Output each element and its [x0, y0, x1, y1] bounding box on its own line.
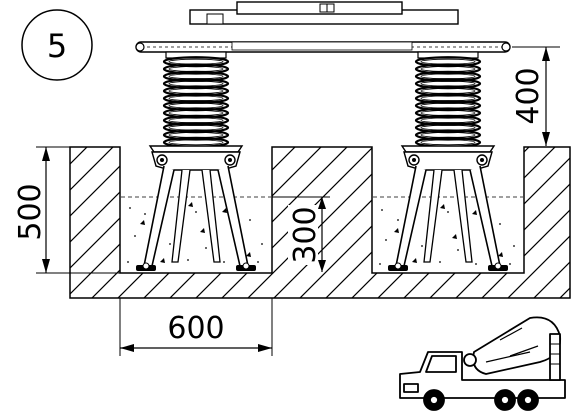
- step-circle: [21, 9, 93, 81]
- dimension-pit-depth: 500: [13, 146, 120, 274]
- concrete-fill-right: [373, 196, 523, 272]
- dimension-pit-width: 600: [119, 298, 273, 356]
- dimension-concrete-depth: 300: [272, 196, 330, 272]
- spring-stand-left: [136, 51, 256, 271]
- dimension-spring-height: 400: [511, 46, 560, 146]
- top-plate: [135, 41, 511, 53]
- dimension-label-400: 400: [511, 67, 546, 124]
- concrete-fill-left: [121, 196, 271, 272]
- spring-stand-right: [388, 51, 508, 271]
- step-badge: 5: [21, 9, 93, 81]
- dimension-label-500: 500: [13, 183, 48, 240]
- step-number: 5: [47, 27, 67, 65]
- dimension-label-600: 600: [167, 311, 224, 346]
- spirit-level-icon: [189, 1, 459, 25]
- dimension-label-300: 300: [288, 206, 323, 263]
- concrete-mixer-truck-icon: [399, 316, 566, 411]
